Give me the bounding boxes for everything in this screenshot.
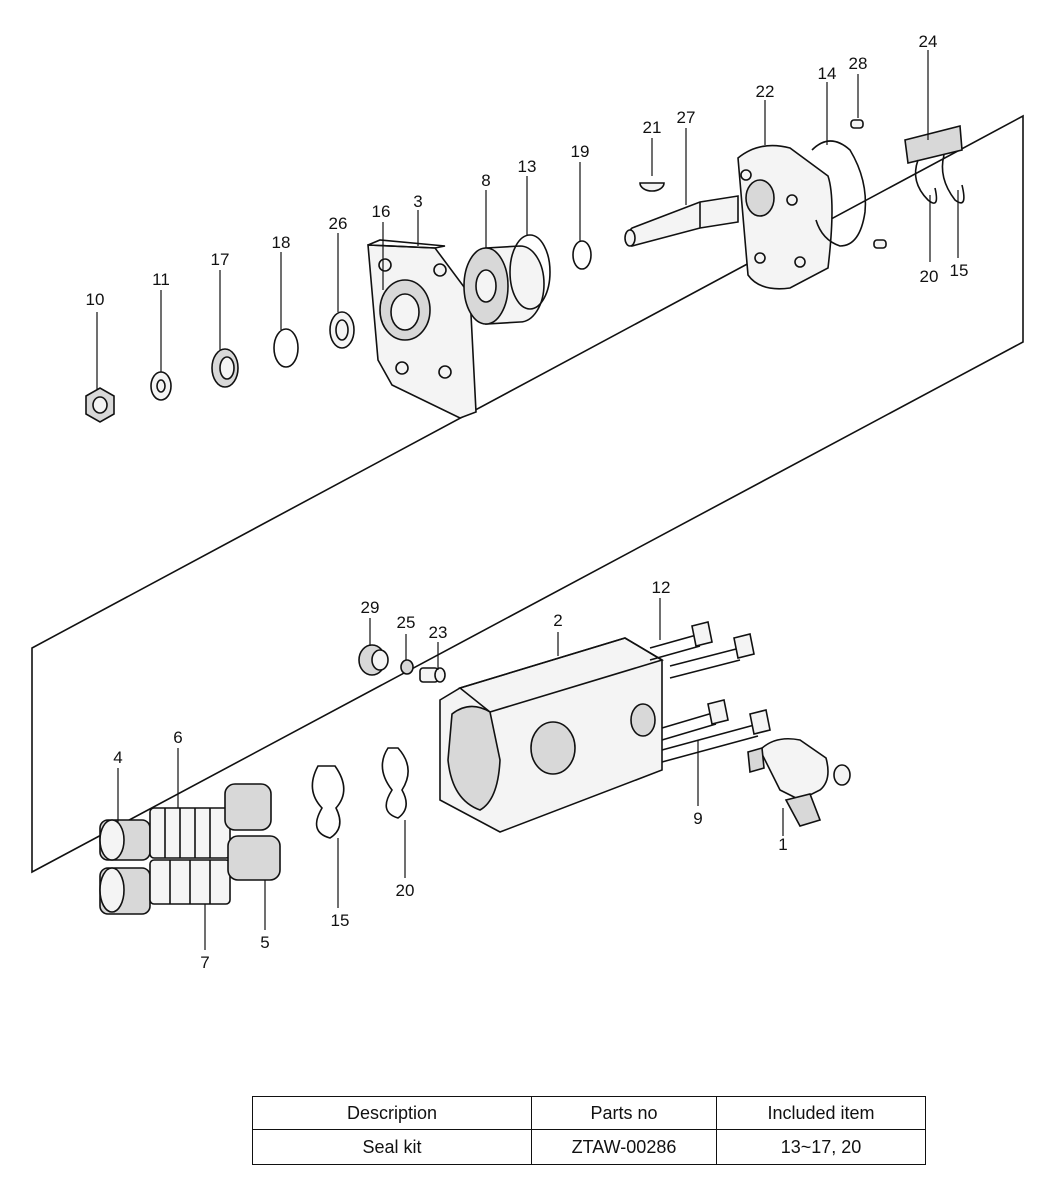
callout-2: 2 xyxy=(553,611,562,630)
part-backup-ring-lower xyxy=(311,765,345,839)
callout-1: 1 xyxy=(778,835,787,854)
callout-23: 23 xyxy=(429,623,448,642)
part-valve xyxy=(747,737,851,827)
part-drive-shaft xyxy=(624,195,739,247)
callout-6: 6 xyxy=(173,728,182,747)
header-parts-no: Parts no xyxy=(531,1096,717,1130)
exploded-parts-diagram: 1 2 3 4 5 6 7 8 9 10 11 12 13 14 15 15 1… xyxy=(31,32,1024,972)
callout-17: 17 xyxy=(211,250,230,269)
callout-14: 14 xyxy=(818,64,837,83)
callout-11: 11 xyxy=(152,270,170,289)
callout-27: 27 xyxy=(677,108,696,127)
callout-7: 7 xyxy=(200,953,209,972)
part-oil-seal xyxy=(211,348,239,388)
part-key xyxy=(639,182,665,192)
callout-13: 13 xyxy=(518,157,537,176)
part-retaining-ring xyxy=(572,240,592,270)
callout-19: 19 xyxy=(571,142,590,161)
part-gear-set xyxy=(99,783,281,915)
header-description: Description xyxy=(252,1096,532,1130)
callout-18: 18 xyxy=(272,233,291,252)
part-bolts-lower xyxy=(661,699,771,763)
cell-description: Seal kit xyxy=(252,1129,532,1165)
part-bolts-upper xyxy=(649,621,755,679)
callout-9: 9 xyxy=(693,809,702,828)
callout-21: 21 xyxy=(643,118,662,137)
cell-parts-no: ZTAW-00286 xyxy=(531,1129,717,1165)
part-front-cover xyxy=(367,239,477,419)
part-seal-group-upper xyxy=(904,124,965,204)
table-header-row: Description Parts no Included item xyxy=(252,1096,926,1130)
part-pin-lower xyxy=(873,239,887,249)
part-washer xyxy=(150,371,172,401)
part-gasket xyxy=(811,140,867,247)
part-snap-ring xyxy=(273,328,299,368)
callout-10: 10 xyxy=(86,290,105,309)
callout-20-lower: 20 xyxy=(396,881,415,900)
part-seal-lower xyxy=(381,747,409,819)
callout-15-upper: 15 xyxy=(950,261,969,280)
callout-25: 25 xyxy=(397,613,416,632)
table-row: Seal kit ZTAW-00286 13~17, 20 xyxy=(252,1129,926,1165)
part-o-ring xyxy=(509,234,551,310)
assembly-boundary xyxy=(31,114,1024,874)
callout-5: 5 xyxy=(260,933,269,952)
callout-16: 16 xyxy=(372,202,391,221)
callout-8: 8 xyxy=(481,171,490,190)
callout-labels: 1 2 3 4 5 6 7 8 9 10 11 12 13 14 15 15 1… xyxy=(86,32,969,972)
part-pump-body xyxy=(439,637,664,833)
part-fitting xyxy=(419,667,446,683)
cell-included-item: 13~17, 20 xyxy=(716,1129,926,1165)
callout-26: 26 xyxy=(329,214,348,233)
callout-22: 22 xyxy=(756,82,775,101)
callout-24: 24 xyxy=(919,32,938,51)
callout-3: 3 xyxy=(413,192,422,211)
seal-kit-table: Description Parts no Included item Seal … xyxy=(252,1096,926,1165)
callout-15-lower: 15 xyxy=(331,911,350,930)
callout-4: 4 xyxy=(113,748,122,767)
part-nut xyxy=(85,387,115,423)
part-plug xyxy=(358,644,389,676)
part-pin-upper xyxy=(850,119,864,129)
part-small-o-ring xyxy=(400,659,414,675)
part-rear-cover xyxy=(737,144,833,290)
callout-20-upper: 20 xyxy=(920,267,939,286)
leader-lines xyxy=(96,50,959,950)
part-bearing xyxy=(463,245,545,325)
part-ring xyxy=(329,311,355,349)
header-included-item: Included item xyxy=(716,1096,926,1130)
callout-12: 12 xyxy=(652,578,671,597)
callout-28: 28 xyxy=(849,54,868,73)
callout-29: 29 xyxy=(361,598,380,617)
